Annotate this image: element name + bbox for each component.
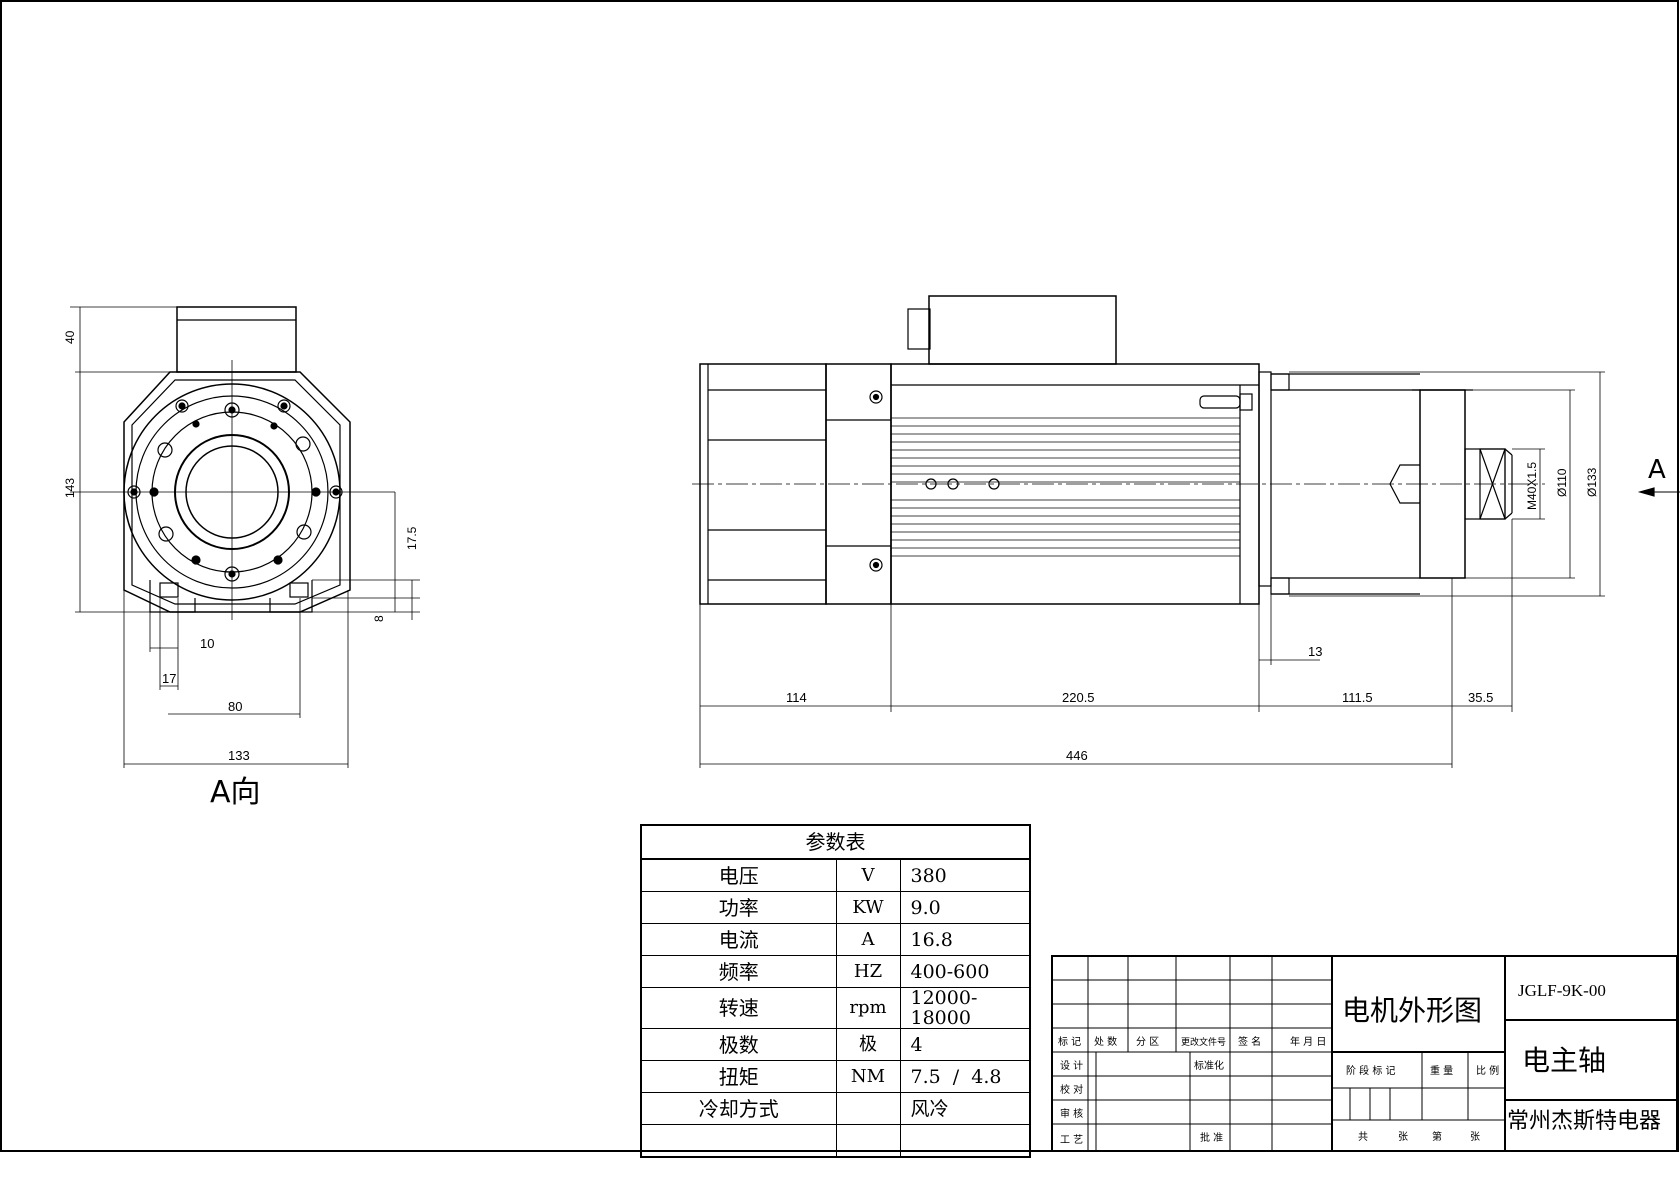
tb-chushu: 处 数 — [1094, 1035, 1117, 1048]
dim-8: 8 — [372, 615, 386, 622]
param-name: 转速 — [640, 987, 837, 1029]
param-name: 频率 — [640, 955, 837, 988]
drawing-title: 电机外形图 — [1342, 994, 1482, 1027]
tb-genggai: 更改文件号 — [1181, 1036, 1226, 1048]
param-name: 电流 — [640, 923, 837, 956]
param-unit — [835, 1092, 901, 1125]
param-value: 16.8 — [899, 923, 1031, 956]
param-name: 冷却方式 — [640, 1092, 837, 1125]
dim-17: 17 — [162, 671, 176, 686]
dim-111-5: 111.5 — [1342, 690, 1373, 705]
view-label: A向 — [210, 775, 261, 810]
tb-gongyi-label: 工 艺 — [1060, 1131, 1084, 1146]
param-value: 380 — [899, 858, 1031, 892]
param-unit: A — [835, 923, 901, 956]
company-name: 常州杰斯特电器 — [1507, 1109, 1661, 1134]
dim-35-5: 35.5 — [1468, 690, 1493, 705]
param-value: 12000-18000 — [899, 987, 1031, 1029]
tb-di: 第 — [1432, 1130, 1442, 1143]
front-view-labels: 40 143 17.5 8 10 17 80 133 A向 — [63, 330, 419, 810]
table-row: 冷却方式 风冷 — [640, 1092, 1031, 1125]
dim-13: 13 — [1308, 644, 1322, 659]
tb-jieduan: 阶 段 标 记 — [1346, 1064, 1396, 1077]
dim-80: 80 — [228, 699, 242, 714]
dim-133: 133 — [228, 748, 250, 763]
tb-zhang1: 张 — [1398, 1131, 1408, 1143]
bolt-holes — [127, 399, 343, 582]
table-row: 极数 极 4 — [640, 1028, 1031, 1061]
tb-zhongliang: 重 量 — [1430, 1064, 1453, 1077]
tb-shenhe-a: 审 核 — [1060, 1107, 1083, 1120]
table-row: 功率 KW 9.0 — [640, 891, 1031, 924]
param-unit: V — [835, 858, 901, 892]
param-table: 参数表 电压 V 380 功率 KW 9.0 电流 A 16.8 频率 HZ 4… — [640, 824, 1032, 1158]
param-value: 风冷 — [899, 1092, 1031, 1125]
param-name: 扭矩 — [640, 1060, 837, 1093]
param-unit: rpm — [835, 987, 901, 1029]
dim-thread: M40X1.5 — [1525, 462, 1539, 510]
param-value — [899, 1124, 1031, 1158]
title-block — [1051, 955, 1678, 1152]
table-row: 电压 V 380 — [640, 858, 1031, 892]
param-table-title: 参数表 — [640, 824, 1031, 860]
tb-fenqu: 分 区 — [1136, 1036, 1159, 1048]
param-name — [640, 1124, 837, 1158]
param-name: 极数 — [640, 1028, 837, 1061]
param-unit: 极 — [835, 1028, 901, 1061]
table-row: 频率 HZ 400-600 — [640, 955, 1031, 988]
side-view-labels: M40X1.5 Ø110 Ø133 13 114 220.5 111.5 35.… — [786, 455, 1666, 763]
tb-qianming: 签 名 — [1238, 1035, 1261, 1048]
dim-114: 114 — [786, 690, 807, 705]
param-unit: NM — [835, 1060, 901, 1093]
dim-40: 40 — [63, 330, 77, 344]
tb-zhang2: 张 — [1470, 1131, 1480, 1143]
param-unit — [835, 1124, 901, 1158]
tb-gong: 共 — [1358, 1131, 1368, 1143]
dim-446: 446 — [1066, 748, 1088, 763]
table-row: 电流 A 16.8 — [640, 923, 1031, 956]
param-name: 功率 — [640, 891, 837, 924]
param-value: 400-600 — [899, 955, 1031, 988]
param-value: 9.0 — [899, 891, 1031, 924]
front-view — [70, 306, 420, 768]
param-name: 电压 — [640, 858, 837, 892]
dim-dia110: Ø110 — [1555, 468, 1569, 497]
drawing-number: JGLF-9K-00 — [1518, 981, 1606, 1000]
dim-10: 10 — [200, 636, 214, 651]
tb-jiaodui: 校 对 — [1060, 1083, 1083, 1096]
param-unit: KW — [835, 891, 901, 924]
product-name: 电主轴 — [1522, 1044, 1606, 1077]
param-value: 4 — [899, 1028, 1031, 1061]
param-unit: HZ — [835, 955, 901, 988]
param-value: 7.5 / 4.8 — [899, 1060, 1031, 1093]
dim-dia133: Ø133 — [1585, 467, 1599, 497]
tb-biaozhunhua: 标准化 — [1194, 1059, 1224, 1072]
table-row — [640, 1124, 1031, 1158]
tb-sheji: 设 计 — [1060, 1059, 1083, 1072]
tb-biaoji: 标 记 — [1058, 1036, 1081, 1048]
tb-bili: 比 例 — [1476, 1064, 1499, 1077]
dim-220-5: 220.5 — [1062, 690, 1095, 705]
tb-pizhun: 批 准 — [1200, 1131, 1223, 1144]
arrow-label: A — [1648, 455, 1666, 485]
side-view — [692, 295, 1680, 768]
dim-143: 143 — [63, 478, 77, 498]
tb-nianyueri: 年 月 日 — [1290, 1035, 1326, 1048]
table-row: 扭矩 NM 7.5 / 4.8 — [640, 1060, 1031, 1093]
dim-17-5: 17.5 — [405, 526, 419, 550]
table-row: 转速 rpm 12000-18000 — [640, 987, 1031, 1029]
